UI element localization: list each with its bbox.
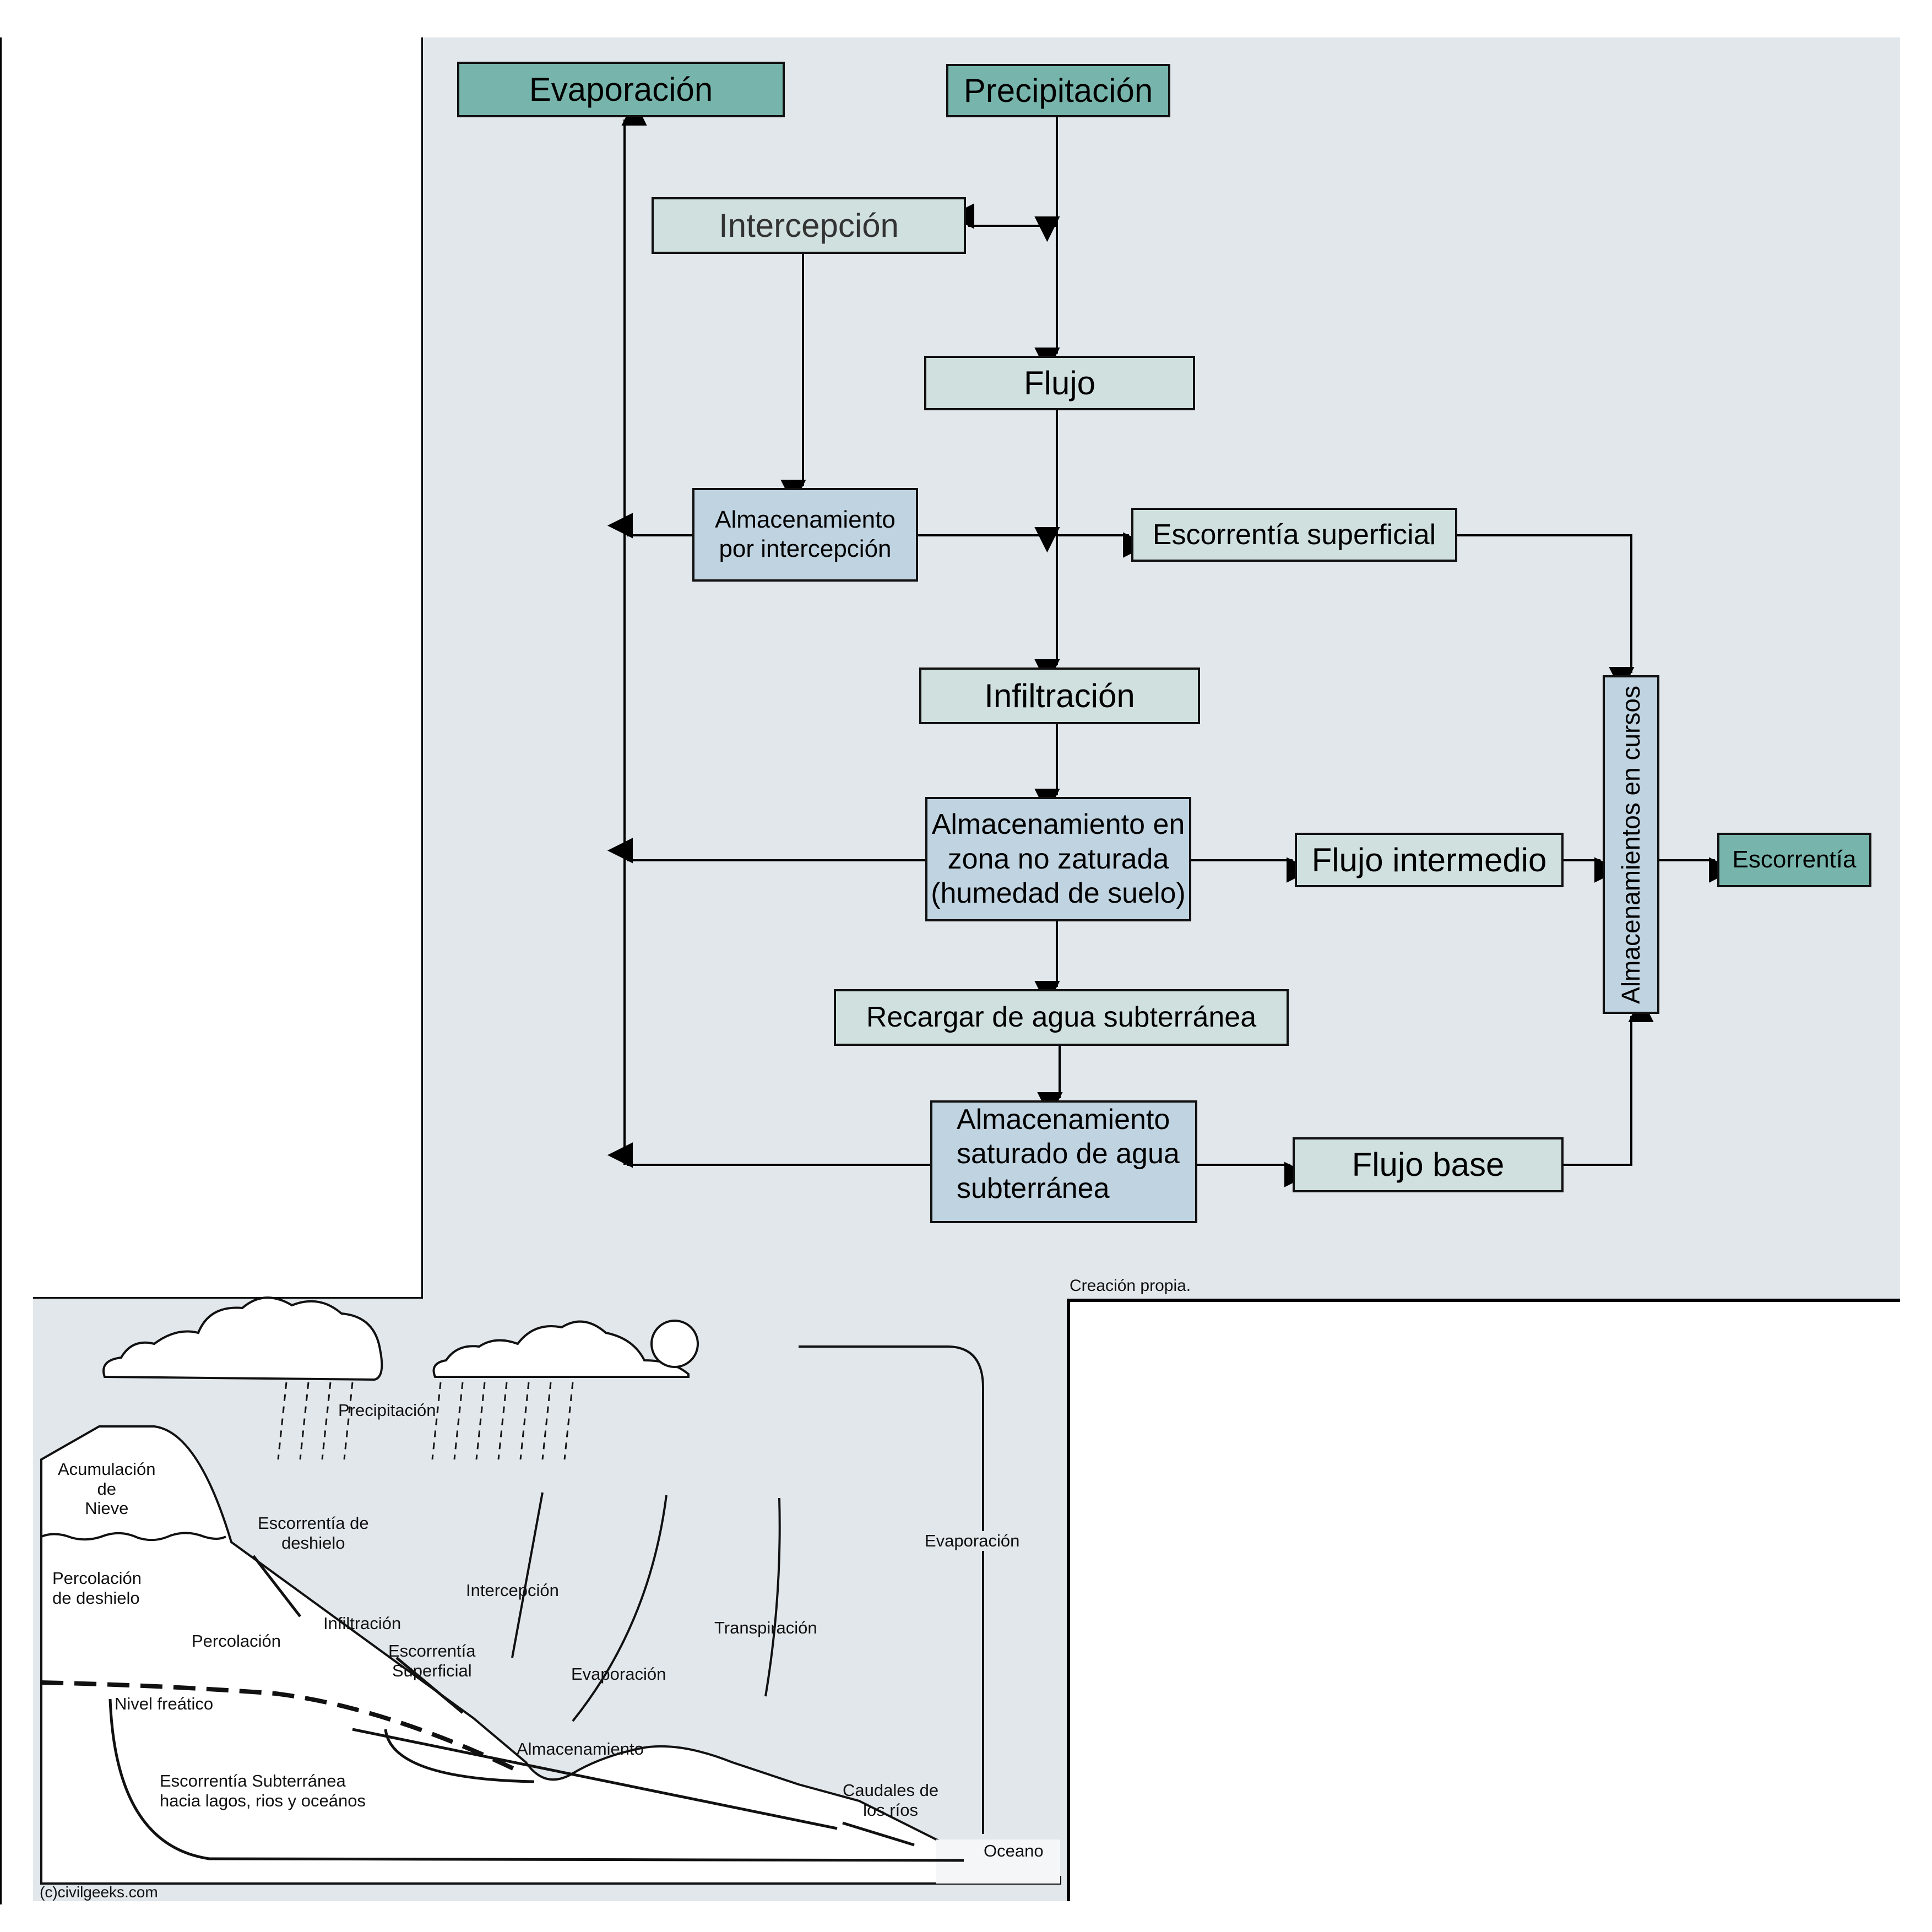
node-precipitacion: Precipitación (946, 64, 1170, 117)
node-almacenamiento-intercepcion: Almacenamiento por intercepción (692, 488, 918, 582)
node-label: Precipitación (963, 72, 1153, 109)
illus-label-escorrentia-subterranea: Escorrentía Subterránea hacia lagos, rio… (160, 1771, 366, 1810)
node-label-line: por intercepción (719, 535, 892, 562)
illus-label-evaporacion-suelo: Evaporación (571, 1664, 666, 1684)
node-label-line: Almacenamiento (957, 1104, 1170, 1136)
node-infiltracion: Infiltración (919, 667, 1200, 724)
node-label-line: Almacenamiento (715, 506, 896, 534)
label-line: Nieve (85, 1499, 129, 1518)
node-label: Infiltración (984, 677, 1135, 714)
illus-label-evaporacion-oceano: Evaporación (925, 1531, 1020, 1551)
illus-label-escorrentia-deshielo: Escorrentía de deshielo (258, 1513, 369, 1553)
node-almacenamiento-saturado: Almacenamiento saturado de agua subterrá… (930, 1100, 1197, 1223)
node-label: Evaporación (529, 70, 713, 108)
illus-label-almacenamiento: Almacenamiento (517, 1739, 644, 1759)
node-label: Flujo base (1352, 1146, 1505, 1183)
illus-label-precipitacion: Precipitación (338, 1401, 436, 1420)
illus-label-oceano: Oceano (984, 1841, 1044, 1860)
node-label-line: (humedad de suelo) (931, 877, 1186, 910)
illus-label-percolacion: Percolación (192, 1631, 281, 1651)
label-line: Escorrentía de (258, 1513, 369, 1533)
illus-label-caudales: Caudales de los ríos (843, 1781, 938, 1820)
node-escorrentia-superficial: Escorrentía superficial (1131, 508, 1457, 562)
flowchart-caption: Creación propia. (1070, 1277, 1191, 1295)
node-recarga: Recargar de agua subterránea (834, 989, 1289, 1046)
illus-label-intercepcion: Intercepción (466, 1581, 559, 1600)
illus-label-percolacion-deshielo: Percolación de deshielo (52, 1569, 142, 1608)
blank-left-panel (33, 37, 423, 1299)
node-almacenamientos-cursos: Almacenamientos en cursos (1603, 675, 1659, 1014)
illus-label-nivel-freatico: Nivel freático (115, 1694, 214, 1713)
node-label-line: subterránea (957, 1172, 1110, 1204)
illus-label-infiltracion: Infiltración (323, 1614, 401, 1633)
illus-label-transpiracion: Transpiración (714, 1618, 817, 1637)
node-label: Intercepción (719, 207, 899, 244)
node-label-line: saturado de agua (957, 1138, 1180, 1170)
node-almacenamiento-no-saturada: Almacenamiento en zona no zaturada (hume… (925, 797, 1191, 921)
label-line: los ríos (863, 1800, 918, 1820)
node-label: Flujo intermedio (1311, 841, 1547, 878)
illus-label-acumulacion: Acumulación de Nieve (58, 1459, 155, 1518)
node-label: Almacenamientos en cursos (1616, 685, 1645, 1004)
node-label: Escorrentía (1732, 846, 1857, 873)
node-label-line: zona no zaturada (947, 843, 1169, 875)
label-line: Escorrentía Subterránea (160, 1771, 346, 1790)
node-label-line: Almacenamiento en (931, 808, 1185, 841)
label-line: de (97, 1479, 116, 1499)
blank-bottom-right-panel (1067, 1299, 1900, 1901)
illus-label-escorrentia-superficial: Escorrentía Superficial (388, 1641, 476, 1680)
label-line: hacia lagos, rios y oceános (160, 1790, 366, 1810)
label-line: Escorrentía (388, 1641, 476, 1660)
label-line: Superficial (392, 1660, 472, 1680)
label-line: Caudales de (843, 1781, 939, 1800)
node-escorrentia: Escorrentía (1717, 833, 1871, 887)
node-flujo: Flujo (924, 356, 1195, 410)
node-evaporacion: Evaporación (457, 62, 785, 117)
label-line: deshielo (281, 1533, 345, 1553)
label-line: Percolación (52, 1569, 142, 1588)
node-label: Flujo (1023, 364, 1096, 401)
node-label: Recargar de agua subterránea (866, 1001, 1257, 1034)
node-intercepcion: Intercepción (652, 197, 966, 254)
left-edge-rule (0, 37, 2, 1904)
node-label: Escorrentía superficial (1152, 518, 1436, 551)
label-line: Acumulación (58, 1459, 156, 1479)
label-line: de deshielo (52, 1588, 140, 1608)
node-flujo-base: Flujo base (1293, 1137, 1564, 1192)
illustration-credit: (c)civilgeeks.com (40, 1884, 158, 1901)
node-flujo-intermedio: Flujo intermedio (1295, 833, 1564, 887)
